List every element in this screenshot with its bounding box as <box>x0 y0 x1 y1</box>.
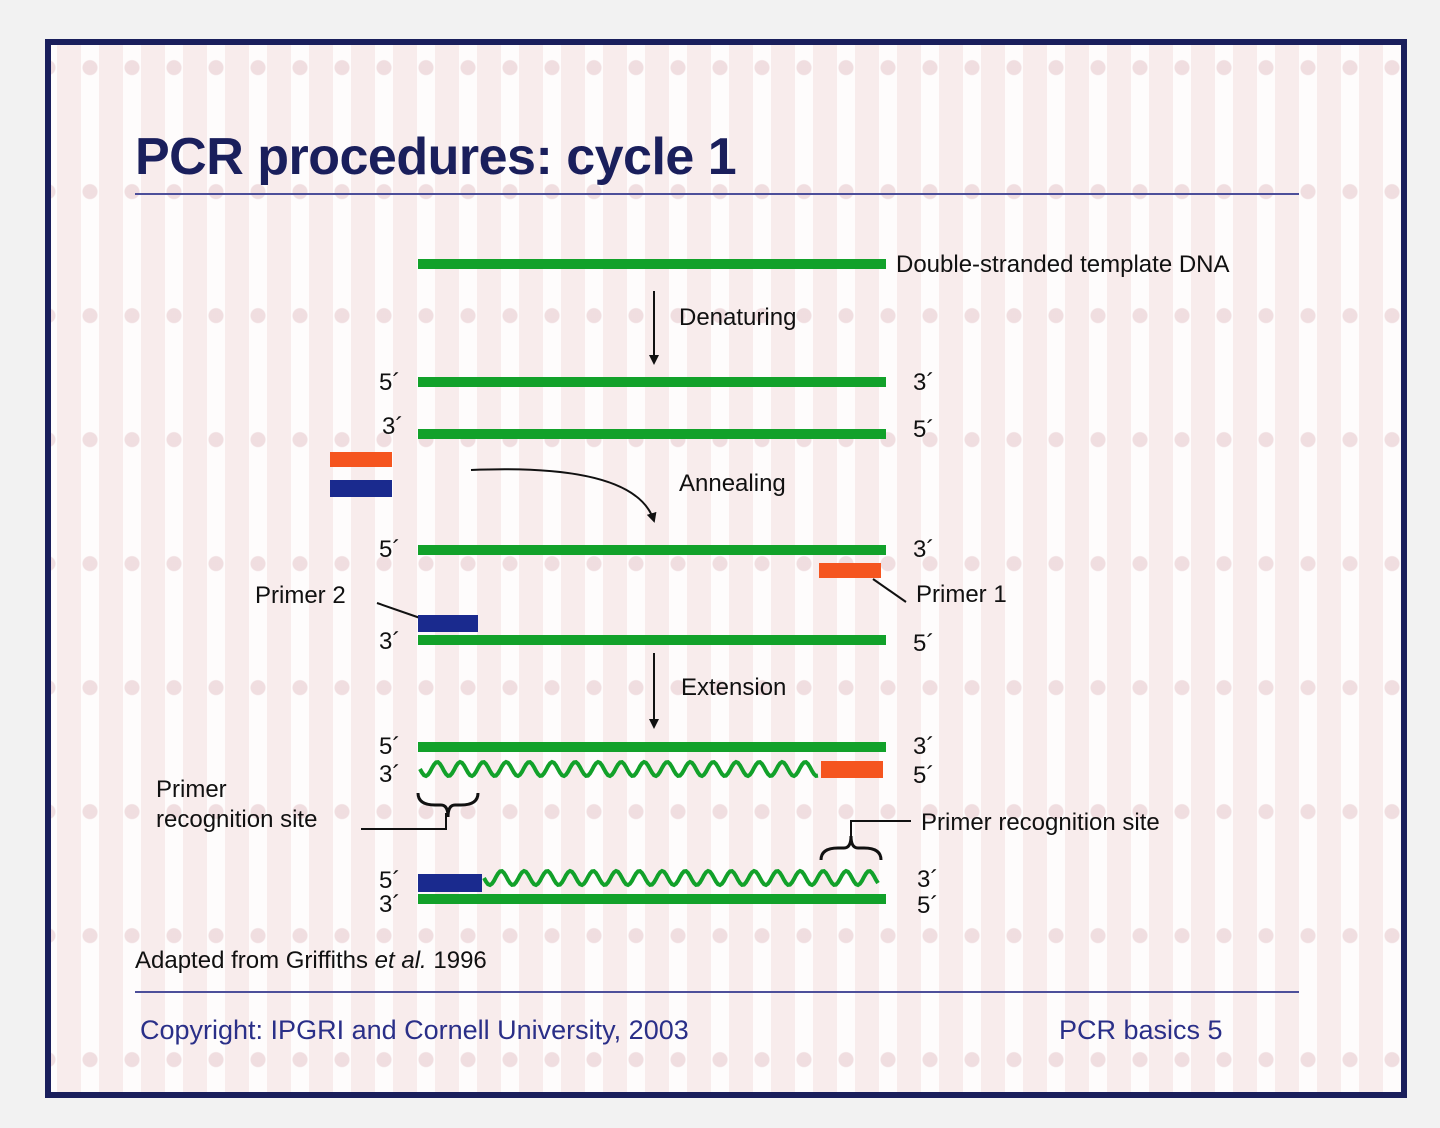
extension-label: Extension <box>681 674 786 701</box>
credit-prefix: Adapted from Griffiths <box>135 947 375 974</box>
product-1-top-end-5: 5´ <box>379 733 400 760</box>
left-recognition-brace <box>416 792 480 818</box>
product-2-new-strand <box>482 868 880 888</box>
free-primer-2 <box>330 480 392 497</box>
primer-1-leader <box>872 578 907 603</box>
free-primer-1 <box>330 452 392 467</box>
product-2-bottom-end-5: 5´ <box>917 892 938 919</box>
product-1-top-end-3: 3´ <box>913 733 934 760</box>
product-1-new-strand <box>418 759 819 779</box>
source-credit: Adapted from Griffiths et al. 1996 <box>135 947 487 975</box>
slide-page-label: PCR basics 5 <box>1059 1015 1223 1045</box>
strand-b-end-5: 5´ <box>913 416 934 443</box>
annealing-arrow <box>470 468 657 523</box>
primer-2-label: Primer 2 <box>255 582 346 609</box>
primer-2-leader <box>376 602 424 620</box>
annealed-a-end-5: 5´ <box>379 536 400 563</box>
annealed-primer-2 <box>418 615 478 632</box>
denaturing-label: Denaturing <box>679 304 796 331</box>
product-2-top-end-3: 3´ <box>917 866 938 893</box>
annealed-a-end-3: 3´ <box>913 536 934 563</box>
footer-rule <box>135 991 1299 993</box>
strand-a-end-3: 3´ <box>913 369 934 396</box>
slide-title: PCR procedures: cycle 1 <box>135 128 737 186</box>
product-1-bottom-end-3: 3´ <box>379 761 400 788</box>
template-dna-label: Double-stranded template DNA <box>896 251 1230 278</box>
annealed-primer-1 <box>819 563 881 578</box>
title-rule <box>135 193 1299 195</box>
annealed-b-end-5: 5´ <box>913 630 934 657</box>
left-recognition-label: Primer recognition site <box>156 776 317 833</box>
strand-a-end-5: 5´ <box>379 369 400 396</box>
product-2-top-end-5: 5´ <box>379 867 400 894</box>
product-1-bottom-end-5: 5´ <box>913 762 934 789</box>
slide: PCR procedures: cycle 1 Double-stranded … <box>45 39 1407 1098</box>
right-recognition-label: Primer recognition site <box>921 809 1160 836</box>
pcr-cycle-diagram: Double-stranded template DNA Denaturing … <box>156 251 1230 919</box>
annealing-label: Annealing <box>679 470 786 497</box>
credit-italic: et al. <box>374 947 427 974</box>
right-recognition-leader <box>850 820 911 843</box>
product-2-bottom-end-3: 3´ <box>379 891 400 918</box>
copyright-text: Copyright: IPGRI and Cornell University,… <box>140 1015 689 1045</box>
strand-b-end-3: 3´ <box>382 413 403 440</box>
annealed-b-end-3: 3´ <box>379 628 400 655</box>
credit-suffix: 1996 <box>426 947 487 974</box>
right-recognition-brace <box>819 835 883 861</box>
product-2-primer-2 <box>418 874 482 892</box>
primer-1-label: Primer 1 <box>916 581 1007 608</box>
left-recognition-leader <box>361 813 447 830</box>
product-1-primer-1 <box>821 761 883 778</box>
